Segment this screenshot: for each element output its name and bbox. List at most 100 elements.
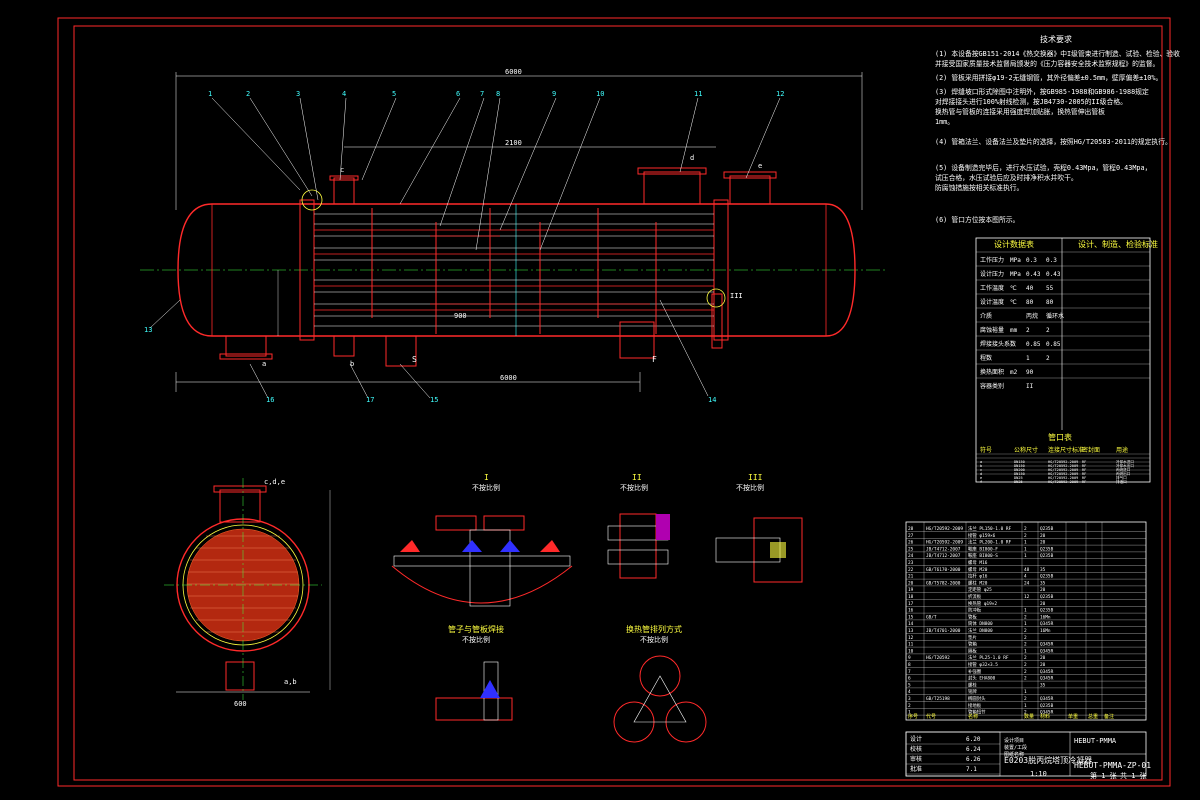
detail-weld-scale: 不按比例 [462,635,490,644]
drawing-name: E0203脱丙烷塔顶冷凝器 [1004,755,1092,765]
part-cell: 换热管 φ19×2 [968,600,997,607]
part-cell: 9 [908,655,911,661]
part-cell: 13 [908,628,914,634]
part-header: 名称 [968,713,978,720]
main-elevation-view: 6000 2100 [140,68,885,404]
part-cell: 48 [1024,567,1030,573]
design-cell: 2 [1046,355,1050,362]
part-cell: 接管 φ159×6 [968,532,996,539]
callout-3: 3 [296,90,300,98]
design-table-right-title: 设计、制造、检验标准 [1078,239,1158,249]
nozzle-table-title: 管口表 [1048,432,1072,442]
design-cell: 0.3 [1026,257,1037,264]
end-section-view: c,d,e a,b 600 [164,478,331,708]
part-cell: 螺柱 M20 [968,579,988,586]
part-cell: Q235B [1040,546,1054,552]
part-cell: 20 [1040,540,1046,546]
nozzle-cell: RF [1082,476,1086,480]
detail-II-scale: 不按比例 [620,483,648,492]
part-cell: Q345R [1040,696,1054,702]
detail-weld: 管子与管板焊接 不按比例 [435,624,513,721]
title-date: 6.20 [966,736,981,743]
design-cell: 55 [1046,285,1054,292]
part-cell: 1 [1024,703,1027,709]
part-cell: Q235B [1040,703,1054,709]
design-cell: 2 [1046,327,1050,334]
design-cell: 容器类别 [980,382,1004,390]
callout-17: 17 [366,396,374,404]
design-cell: 程数 [980,354,992,362]
title-label: 装置/工段 [1004,744,1027,751]
dim-support-span: 6000 [500,374,517,382]
title-date: 7.1 [966,766,977,773]
part-cell: 1 [1024,608,1027,614]
nozzle-a: a [262,360,266,368]
title-label: 图纸名称 [1004,751,1024,758]
part-cell: 20 [1040,587,1046,593]
title-date: 6.26 [966,756,981,763]
detail-I-id: I [484,473,489,482]
part-cell: 2 [908,703,911,709]
callout-9: 9 [552,90,556,98]
part-cell: 35 [1040,682,1046,688]
part-cell: 2 [1024,669,1027,675]
part-header: 材料 [1040,713,1050,720]
part-cell: JB/T4712-2007 [926,553,961,559]
part-cell: 1 [1024,546,1027,552]
title-role: 批准 [910,765,922,773]
callout-7: 7 [480,90,484,98]
part-cell: 5 [908,682,911,688]
part-header: 备注 [1104,713,1114,720]
part-cell: 4 [1024,574,1027,580]
part-cell: 铭牌 [968,688,977,695]
part-cell: 2 [1024,710,1027,716]
part-cell: 定距管 φ25 [968,586,992,593]
part-cell: 3 [908,696,911,702]
part-cell: Q345R [1040,669,1054,675]
design-cell: 腐蚀裕量 [980,326,1004,334]
part-cell: Q345R [1040,621,1054,627]
nozzle-cell: RF [1082,480,1086,484]
drawing-scale: 1:10 [1030,770,1047,778]
part-header: 代号 [926,713,936,720]
notes-line-7: 1mm。 [935,118,954,126]
part-cell: 14 [908,621,914,627]
notes-line-3: (2) 管板采用拼接φ19-2无缝钢管，其外径偏差±0.5mm，壁厚偏差±10%… [935,73,1162,82]
part-cell: GB/T6170-2000 [926,567,961,573]
part-cell: 2 [1024,526,1027,532]
part-cell: 垫片 [968,634,977,641]
design-cell: 丙烷 [1026,312,1038,320]
part-cell: 2 [1024,655,1027,661]
design-cell: 设计压力 [980,270,1004,278]
detail-I: I 不按比例 [391,473,573,607]
section-label-bottom: a,b [284,678,297,686]
design-cell: 1 [1026,355,1030,362]
nozzle-cell: HG/T20592-2009 [1048,476,1078,480]
dim-nozzle-span: 2100 [505,139,522,147]
detail-tube-scale: 不按比例 [640,635,668,644]
design-cell: 80 [1046,299,1054,306]
part-cell: Q345R [1040,710,1054,716]
part-header: 数量 [1024,713,1034,720]
nozzle-d: d [690,154,694,162]
part-cell: 1 [1024,553,1027,559]
callout-11: 11 [694,90,702,98]
part-cell: 2 [1024,662,1027,668]
inner-frame [73,25,1163,781]
nozzle-header: 连接尺寸标准 [1048,446,1084,454]
part-cell: 7 [908,669,911,675]
callout-8: 8 [496,90,500,98]
notes-line-12: (6) 管口方位按本图所示。 [935,215,1019,224]
part-cell: 筒体 DN800 [968,620,993,627]
part-header: 总重 [1088,713,1098,720]
design-cell: 设计温度 [980,298,1004,306]
design-cell: 0.43 [1026,271,1041,278]
part-header: 序号 [908,713,918,720]
part-cell: 法兰 PL150-1.0 RF [968,525,1012,532]
part-cell: HG/T20592-2009 [926,526,963,532]
detail-I-scale: 不按比例 [472,483,500,492]
part-cell: 2 [1024,533,1027,539]
callout-13: 13 [144,326,152,334]
part-cell: 20 [1040,601,1046,607]
